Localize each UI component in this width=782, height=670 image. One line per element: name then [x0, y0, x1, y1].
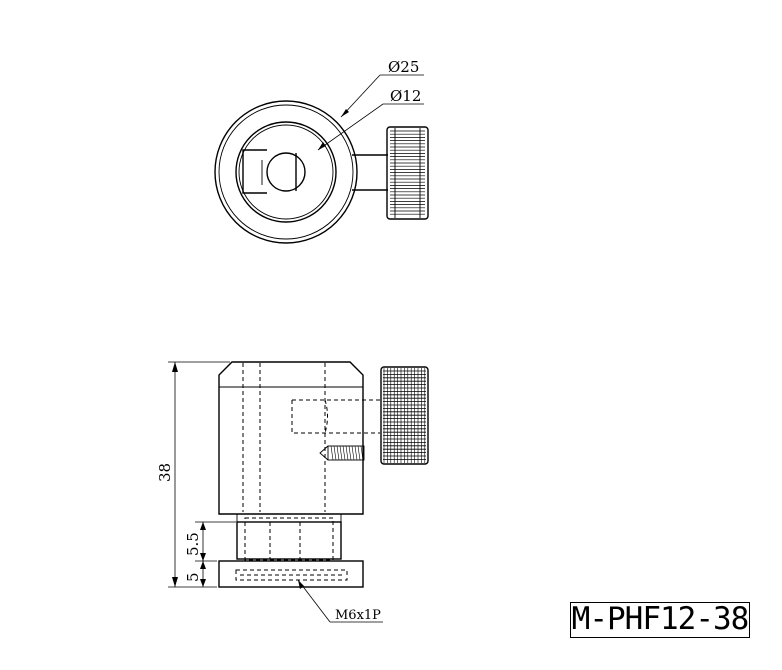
body-outline — [218, 361, 364, 515]
thread-hatch — [351, 445, 355, 461]
thread-hatch — [345, 445, 349, 461]
outer-diameter-label: Ø25 — [388, 58, 419, 76]
step2-arrow-top — [200, 561, 206, 569]
thread-label: M6x1P — [335, 608, 381, 623]
height-label: 38 — [156, 463, 174, 482]
hidden-base-thread — [235, 569, 348, 581]
step1-arrow-bottom — [200, 553, 206, 561]
knurl-lines-top — [390, 128, 425, 218]
hidden-screw-curve — [324, 399, 328, 434]
od-leader-arrow — [341, 109, 349, 117]
knurl-grid-front — [383, 368, 426, 463]
hidden-screw-hole — [291, 399, 380, 434]
bore-ring — [235, 121, 337, 223]
inner-diameter-label: Ø12 — [390, 87, 421, 105]
step2-label: 5 — [184, 572, 202, 582]
step1-label: 5.5 — [184, 532, 202, 556]
front-view: 38 5.5 5 M6x1P — [156, 361, 429, 623]
od-leader — [340, 74, 381, 118]
knurled-knob-front — [380, 366, 429, 465]
step2-arrow-bottom — [200, 579, 206, 587]
thread-leader-arrow — [298, 580, 304, 589]
set-screw-thread — [330, 445, 364, 461]
step1-arrow-top — [200, 522, 206, 530]
height-arrow-bottom — [172, 577, 178, 587]
outer-circle-inner-edge — [218, 104, 354, 240]
outer-circle — [214, 100, 358, 244]
id-leader — [317, 103, 384, 151]
thread-hatch — [360, 445, 364, 461]
id-leader-arrow — [318, 142, 326, 150]
knurled-knob-top — [386, 126, 429, 220]
keyway-slot — [242, 149, 267, 194]
height-arrow-top — [172, 362, 178, 372]
bore-ring-inner — [238, 124, 334, 220]
thread-hatch — [336, 445, 340, 461]
part-number-box: M-PHF12-38 — [570, 602, 750, 638]
base — [218, 560, 364, 588]
thread-hatch — [339, 445, 343, 461]
thread-hatch — [330, 445, 334, 461]
neck — [236, 521, 342, 560]
thread-hatch — [354, 445, 358, 461]
thread-hatch — [348, 445, 352, 461]
thread-leader — [297, 579, 331, 623]
shaft-circle — [266, 152, 306, 192]
thread-hatch — [357, 445, 361, 461]
set-screw-tip — [319, 445, 329, 461]
part-number: M-PHF12-38 — [571, 601, 750, 637]
hidden-thread-neck — [244, 517, 334, 561]
top-view: Ø25 Ø12 — [214, 58, 429, 244]
thread-hatch — [333, 445, 337, 461]
thread-hatch — [342, 445, 346, 461]
